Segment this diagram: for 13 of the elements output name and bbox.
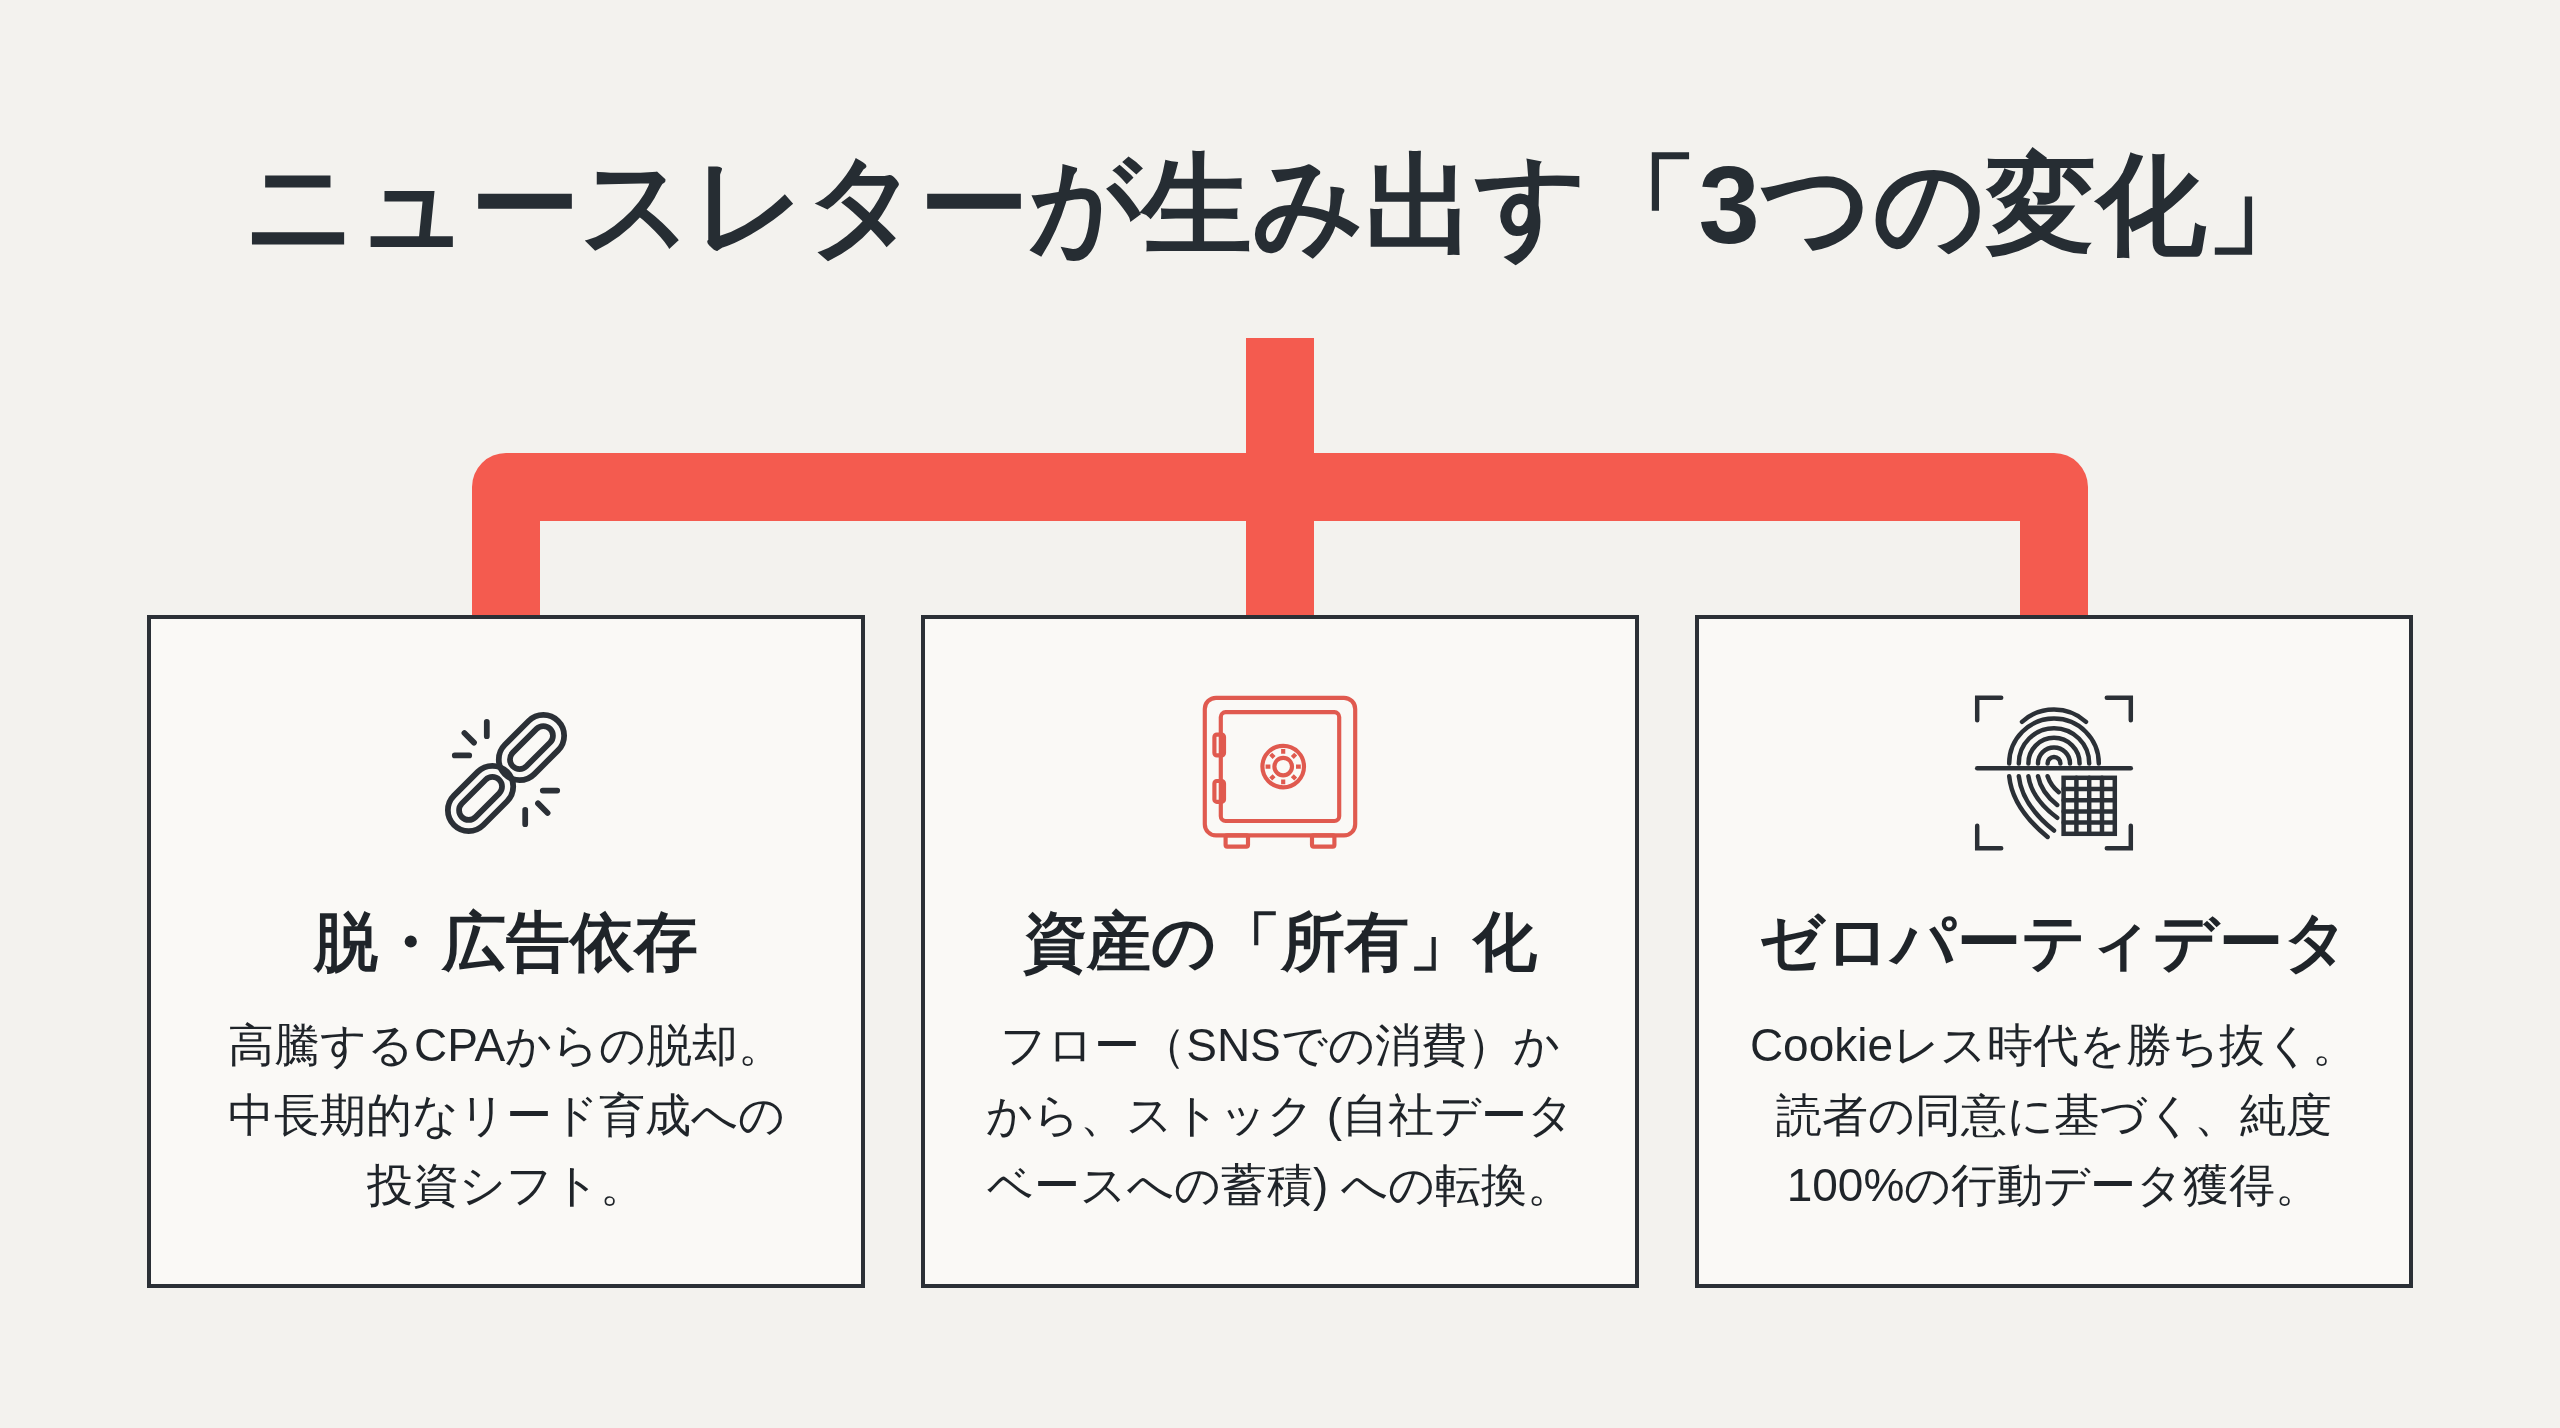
card-box [147, 615, 865, 1288]
title: ニュースレターが生み出す「3つの変化」 [244, 142, 2316, 268]
card-heading: ゼロパーティデータ [1759, 905, 2349, 980]
card-box [921, 615, 1639, 1288]
card-text: 高騰するCPAからの脱却。中長期的なリード育成への投資シフト。 [226, 1018, 786, 1213]
card-box [1695, 615, 2413, 1288]
card-heading: 資産の「所有」化 [1023, 905, 1537, 980]
card-text: フロー（SNSでの消費）かから、ストック (自社データベースへの蓄積) への転換。 [984, 1018, 1576, 1213]
connector-line [472, 453, 1246, 615]
card-text: Cookieレス時代を勝ち抜く。読者の同意に基づく、純度100%の行動データ獲得。 [1749, 1018, 2359, 1213]
card-heading: 脱・広告依存 [314, 905, 698, 980]
connector-line [1314, 453, 2088, 615]
connector-line [1246, 338, 1314, 615]
